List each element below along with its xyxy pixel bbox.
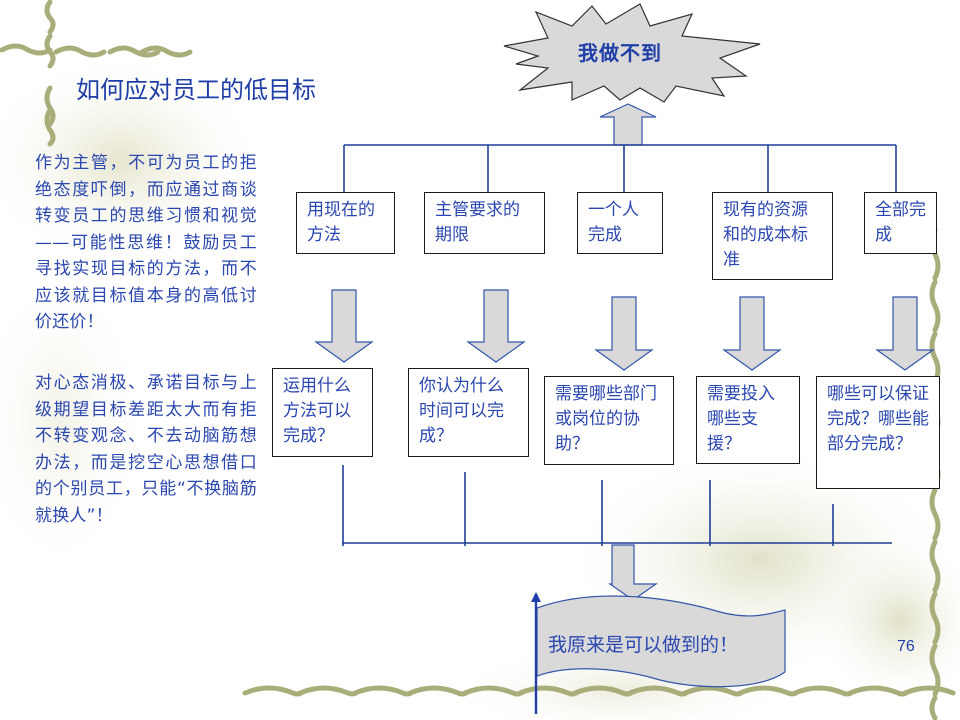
- banner-label: 我原来是可以做到的！: [548, 634, 739, 656]
- question-box: 运用什么方法可以完成？: [272, 368, 373, 457]
- down-arrow: [466, 289, 526, 363]
- down-arrow: [875, 296, 935, 371]
- condition-label: 用现在的方法: [307, 200, 375, 245]
- vine-segment: [929, 591, 941, 645]
- intro-paragraph: 作为主管，不可为员工的拒绝态度吓倒，而应通过商谈转变员工的思维习惯和视觉——可能…: [35, 153, 257, 332]
- question-box: 你认为什么时间可以完成？: [408, 368, 529, 457]
- condition-label: 一个人完成: [588, 200, 639, 245]
- vine-segment: [902, 685, 956, 696]
- down-arrow: [314, 289, 374, 363]
- starburst-label: 我做不到: [578, 41, 662, 65]
- down-arrow: [594, 296, 654, 371]
- question-label: 需要哪些部门或岗位的协助？: [555, 384, 657, 454]
- vine-segment: [107, 45, 161, 58]
- leaf-wash: [0, 50, 270, 270]
- down-arrow: [722, 296, 782, 371]
- vine-segment: [44, 0, 56, 35]
- condition-box: 主管要求的期限: [424, 192, 545, 254]
- condition-box: 全部完成: [864, 192, 937, 254]
- condition-box: 用现在的方法: [296, 192, 395, 254]
- condition-label: 全部完成: [875, 200, 926, 245]
- leaf-wash: [810, 530, 960, 710]
- up-arrow: [599, 103, 657, 146]
- question-box: 需要哪些部门或岗位的协助？: [544, 376, 674, 465]
- question-label: 需要投入哪些支援？: [707, 384, 775, 454]
- vine-segment: [44, 107, 56, 147]
- top-connector: [343, 144, 897, 192]
- flag-pole-arrowhead: [531, 592, 541, 602]
- leaf-wash: [0, 260, 150, 580]
- question-box: 哪些可以保证完成？哪些能部分完成？: [816, 376, 940, 489]
- vine-segment: [53, 45, 107, 58]
- vine-segment: [929, 487, 941, 541]
- condition-label: 主管要求的期限: [435, 200, 520, 245]
- vine-segment: [929, 331, 941, 385]
- vine-segment: [139, 45, 193, 58]
- condition-box: 现有的资源和的成本标准: [712, 192, 833, 280]
- question-label: 运用什么方法可以完成？: [283, 376, 351, 446]
- down-arrow-to-banner: [608, 544, 658, 601]
- bottom-connector: [342, 465, 892, 546]
- warning-paragraph: 对心态消极、承诺目标与上级期望目标差距太大而有拒不转变观念、不去动脑筋想办法，而…: [35, 373, 257, 526]
- vine-segment: [0, 43, 53, 56]
- condition-label: 现有的资源和的成本标准: [723, 200, 808, 270]
- condition-box: 一个人完成: [577, 192, 663, 254]
- question-label: 哪些可以保证完成？哪些能部分完成？: [827, 384, 929, 454]
- vine-segment: [929, 539, 941, 593]
- vine-segment: [929, 695, 938, 720]
- question-label: 你认为什么时间可以完成？: [419, 376, 504, 446]
- starburst-shape: [503, 3, 761, 103]
- vine-segment: [929, 279, 941, 333]
- question-box: 需要投入哪些支援？: [696, 376, 800, 464]
- page-number: 76: [897, 638, 915, 655]
- wave-banner-shape: [536, 595, 786, 688]
- slide-title: 如何应对员工的低目标: [76, 76, 316, 104]
